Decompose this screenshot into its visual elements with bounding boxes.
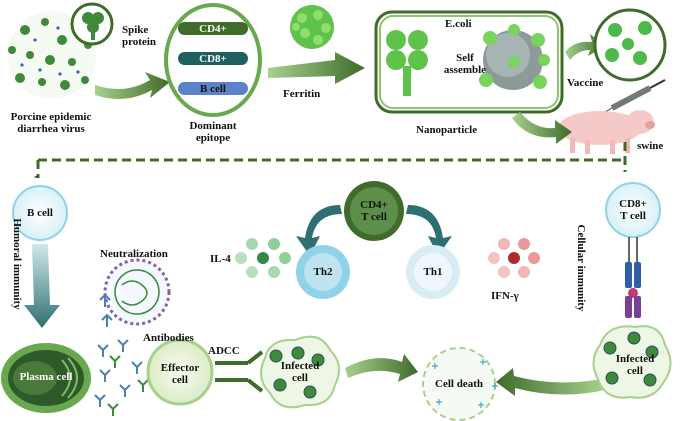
epitope-cd4-bar <box>178 22 248 35</box>
dominant-label-line1: Dominant <box>189 120 237 132</box>
dominant-epitope-label: Dominant epitope <box>173 120 253 144</box>
nanoparticle-assembled-icon <box>479 24 550 90</box>
infected-cell-2 <box>592 325 672 399</box>
epitope-bcell-bar <box>178 82 248 95</box>
infected-label-line2: cell <box>292 372 308 384</box>
self-assemble-label: Self assemble <box>440 52 490 76</box>
epitope-cd8-label: CD8+ <box>199 53 227 65</box>
cd4-label-line2: T cell <box>361 211 387 223</box>
cd8-label-line2: T cell <box>620 210 646 222</box>
neutralization-label: Neutralization <box>100 248 168 260</box>
b-cell-label: B cell <box>27 207 53 219</box>
dominant-label-line2: epitope <box>195 132 231 144</box>
vaccine-particles-icon <box>605 21 652 65</box>
antibodies-icon-green <box>107 355 149 416</box>
infected-cell-1 <box>260 335 340 409</box>
infected-label-line1: Infected <box>280 360 320 372</box>
infected2-label-line2: cell <box>627 365 643 377</box>
ifn-dots-icon <box>488 238 540 278</box>
cd4-label-line1: CD4+ <box>360 199 388 211</box>
b-cell <box>12 185 68 241</box>
cd8-t-cell <box>605 182 661 238</box>
adcc-antibody-icon <box>215 350 264 393</box>
effector-cell-label: Effector cell <box>148 362 212 386</box>
spike-label-line1: Spike <box>122 24 149 36</box>
virus-label-line1: Porcine epidemic <box>10 111 92 123</box>
infected-cell-label: Infected cell <box>268 360 332 384</box>
adcc-label: ADCC <box>208 345 240 357</box>
infected2-label-line1: Infected <box>615 353 655 365</box>
self-label-line1: Self <box>456 52 474 64</box>
humoral-immunity-label: Humoral immunity <box>11 218 23 310</box>
ecoli-spike-icon <box>386 30 428 96</box>
ecoli-label: E.coli <box>445 18 472 30</box>
th1-label: Th1 <box>423 266 443 278</box>
arrow-cd8-to-cell-death <box>496 368 605 396</box>
arrow-epitope-to-ferritin <box>268 52 365 84</box>
cell-death-label: Cell death <box>435 378 483 390</box>
neutralization-virus-icon <box>103 258 171 326</box>
ferritin-label: Ferritin <box>283 88 321 100</box>
spike-label: Spike protein <box>122 24 156 48</box>
effector-label-line1: Effector <box>160 362 200 374</box>
effector-label-line2: cell <box>172 374 188 386</box>
plasma-cell <box>1 343 91 413</box>
spike-protein-icon <box>82 12 104 40</box>
cd4-t-cell-label: CD4+ T cell <box>344 199 404 223</box>
cellular-immunity-label: Cellular immunity <box>575 224 587 312</box>
tcr-mhc-icon <box>625 237 641 318</box>
vaccine-label: Vaccine <box>567 77 604 89</box>
th2-label: Th2 <box>313 266 333 278</box>
virus-label-line2: diarrhea virus <box>17 123 85 135</box>
neutralization-antibodies-icon <box>99 293 113 327</box>
antibodies-label: Antibodies <box>143 332 194 344</box>
il4-dots-icon <box>235 238 291 278</box>
infected-cell-2-label: Infected cell <box>603 353 667 377</box>
ifn-gamma-label: IFN-γ <box>491 290 519 302</box>
arrow-virus-to-epitope <box>95 72 170 99</box>
arrow-to-swine <box>512 112 572 144</box>
il4-label: IL-4 <box>210 253 231 265</box>
epitope-bcell-label: B cell <box>200 83 226 95</box>
effector-cell <box>146 338 214 406</box>
arrow-to-th2 <box>296 205 342 256</box>
arrow-to-th1 <box>406 205 452 256</box>
cd8-label-line1: CD8+ <box>619 198 647 210</box>
arrow-to-cell-death <box>345 354 418 382</box>
epitope-cd4-label: CD4+ <box>199 23 227 35</box>
arrow-bcell-to-plasma <box>24 244 60 328</box>
cell-death-icon <box>422 347 498 421</box>
swine-label: swine <box>637 140 664 152</box>
plasma-cell-label: Plasma cell <box>19 371 73 383</box>
nanoparticle-label: Nanoparticle <box>416 124 478 136</box>
self-label-line2: assemble <box>443 64 487 76</box>
minus-sign: - <box>34 168 39 183</box>
swine-icon <box>558 110 655 154</box>
dashed-connector <box>36 142 627 178</box>
virus-label: Porcine epidemic diarrhea virus <box>1 111 101 135</box>
spike-label-line2: protein <box>122 36 157 48</box>
ferritin-icon <box>290 5 334 49</box>
cd8-t-cell-label: CD8+ T cell <box>603 198 663 222</box>
epitope-cd8-bar <box>178 52 248 65</box>
syringe-icon <box>599 79 666 116</box>
antibodies-icon <box>94 339 143 407</box>
